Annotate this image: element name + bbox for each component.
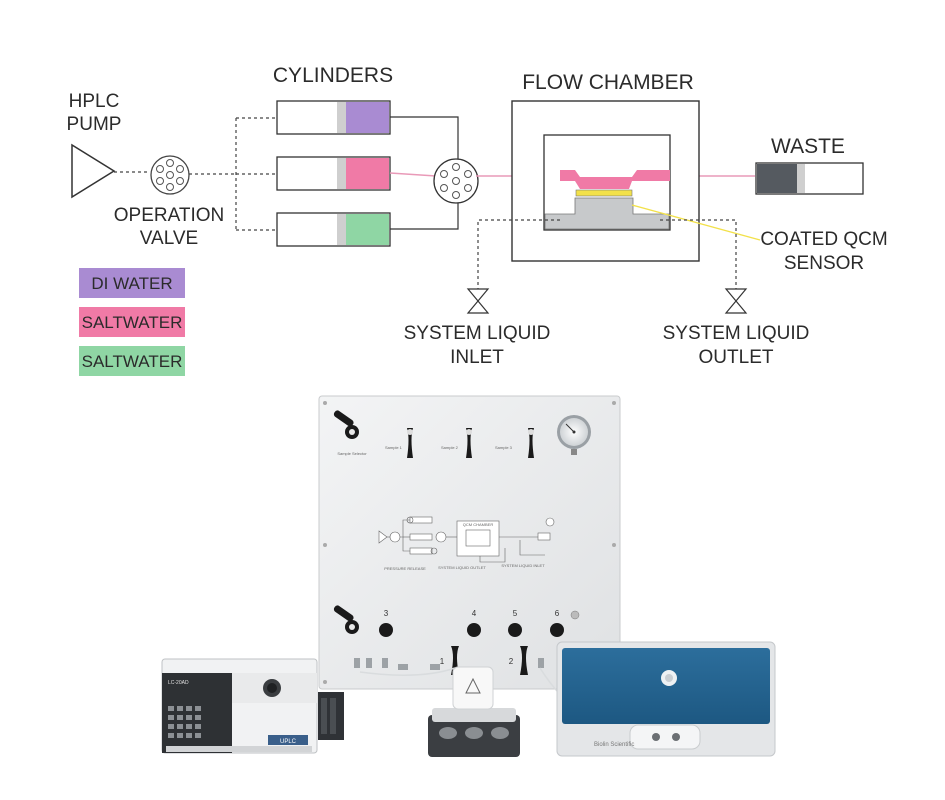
control-panel: Sample Selector Sample 1 Sample 2 Sample…: [318, 395, 621, 721]
schematic-diagram: HPLC PUMP OPERATION VALVE: [67, 64, 888, 376]
valve-num-6: 6: [555, 609, 560, 618]
qcm-brand-label: Biolin Scientific: [594, 742, 634, 748]
outlet-label-line2: OUTLET: [699, 347, 774, 368]
system-liquid-lines: [477, 219, 737, 289]
legend-label-saltwater-pink: SALTWATER: [82, 313, 183, 332]
valve-lever-2: [520, 646, 528, 675]
cylinder-di-water: [276, 100, 391, 135]
legend-swatch-di-water: [79, 268, 185, 298]
outlet-label-line1: SYSTEM LIQUID: [663, 323, 810, 344]
valve-knob-4: [467, 623, 481, 637]
operation-valve: OPERATION VALVE: [114, 155, 225, 249]
pump-label-line1: HPLC: [69, 91, 120, 112]
pressure-gauge-icon: [557, 415, 591, 455]
sample1-lever-knob: [407, 428, 413, 458]
sensor-label-line1: COATED QCM: [760, 229, 887, 250]
hplc-pump-unit: LC-20AD UPLC: [161, 658, 318, 754]
sample-selector-knob: [333, 410, 359, 439]
pump-label-line2: PUMP: [67, 114, 122, 135]
inlet-label-line2: INLET: [450, 347, 504, 368]
cylinder-outlet-lines: [390, 116, 459, 230]
waste-label: WASTE: [771, 135, 845, 158]
hplc-pump: HPLC PUMP: [67, 91, 122, 199]
valve-num-3: 3: [384, 609, 389, 618]
equipment-photo: Sample Selector Sample 1 Sample 2 Sample…: [161, 395, 776, 757]
sensor-label-line2: SENSOR: [784, 253, 864, 274]
flow-chamber-label: FLOW CHAMBER: [522, 71, 694, 94]
lower-selector-knob: [333, 605, 359, 634]
flow-chamber: [511, 100, 700, 262]
sample3-label: Sample 3: [495, 445, 513, 450]
valve-knob-3: [379, 623, 393, 637]
panel-printed-schematic: [378, 516, 555, 563]
sample2-lever-knob: [466, 428, 472, 458]
cylinder-saltwater-green: [276, 212, 391, 247]
sample3-lever-knob: [528, 428, 534, 458]
sensor-leader-line: [631, 204, 761, 241]
inlet-valve-icon: [466, 288, 490, 314]
legend-swatch-saltwater-green: [79, 346, 185, 376]
valve-num-2: 2: [509, 657, 514, 666]
cylinders-label: CYLINDERS: [273, 64, 393, 87]
legend-label-saltwater-green: SALTWATER: [82, 352, 183, 371]
pump-triangle-icon: [71, 143, 116, 199]
warning-triangle-icon: [465, 677, 481, 694]
sample2-label: Sample 2: [441, 445, 459, 450]
outlet-valve-icon: [724, 288, 748, 314]
pink-feed-line: [389, 172, 437, 177]
operation-valve-icon: [150, 155, 190, 195]
panel-fittings: [354, 658, 544, 670]
waste-container: [755, 162, 864, 195]
pump-model-label: LC-20AD: [168, 680, 189, 686]
pump-badge: UPLC: [280, 739, 297, 745]
pump-keypad: [168, 706, 201, 738]
system-liquid-inlet-label: SYSTEM LIQUID INLET: [501, 563, 545, 568]
legend: DI WATER SALTWATER SALTWATER: [79, 268, 185, 376]
valve-knob-6: [550, 623, 564, 637]
sample1-label: Sample 1: [385, 445, 403, 450]
cylinder-saltwater-pink: [276, 156, 391, 191]
valve-num-1: 1: [440, 657, 445, 666]
pressure-release-label: PRESSURE RELEASE: [384, 566, 426, 571]
manifold-lines: [189, 117, 276, 231]
qcm-sensor-icon: [575, 189, 633, 197]
qcm-chamber-label: QCM CHAMBER: [463, 522, 494, 527]
qcm-analyzer: Biolin Scientific: [556, 641, 776, 757]
valve-num-5: 5: [513, 609, 518, 618]
inlet-label-line1: SYSTEM LIQUID: [404, 323, 551, 344]
system-liquid-outlet-label: SYSTEM LIQUID OUTLET: [438, 565, 486, 570]
selector-valve-icon: [433, 158, 479, 204]
valve-knob-5: [508, 623, 522, 637]
sample-selector-label: Sample Selector: [337, 451, 367, 456]
solvent-block: [318, 692, 344, 740]
legend-label-di-water: DI WATER: [91, 274, 172, 293]
legend-swatch-saltwater-pink: [79, 307, 185, 337]
valve-num-4: 4: [472, 609, 477, 618]
valve-label-line1: OPERATION: [114, 205, 225, 226]
valve-label-line2: VALVE: [140, 228, 198, 249]
selector-valve: [433, 158, 479, 204]
qcm-chamber-platform: [428, 666, 520, 757]
